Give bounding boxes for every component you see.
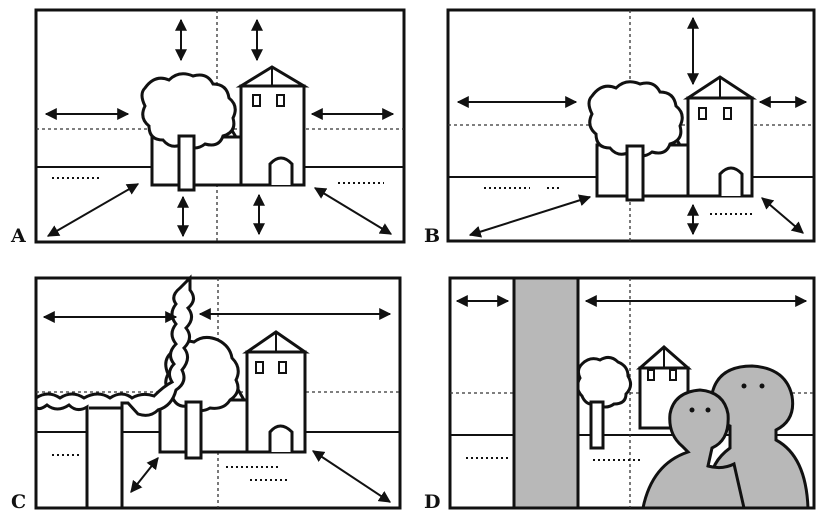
panel-d: D xyxy=(424,276,816,513)
panel-d-label: D xyxy=(424,491,440,513)
panel-d-foreground-pillar xyxy=(512,276,580,510)
panel-b-label: B xyxy=(424,225,440,247)
panel-c-arrows xyxy=(42,308,392,503)
panel-a-tree xyxy=(140,72,237,192)
panel-d-ground-marks xyxy=(466,457,640,461)
panel-c-ground-marks xyxy=(52,454,290,481)
panel-d-people xyxy=(641,364,810,510)
panel-c: C xyxy=(11,274,402,513)
panel-b-arrows xyxy=(456,16,808,238)
panel-a: A xyxy=(10,8,406,247)
panel-b: B xyxy=(424,8,816,247)
panel-b-ground-marks xyxy=(484,187,752,215)
panel-a-label: A xyxy=(10,225,26,247)
panel-b-tree xyxy=(587,80,684,202)
panel-c-foreground-tree xyxy=(34,274,195,510)
panel-a-arrows xyxy=(44,18,395,238)
panel-d-small-tree xyxy=(575,355,633,450)
panel-c-label: C xyxy=(11,491,26,513)
panel-a-ground-marks xyxy=(52,177,384,184)
